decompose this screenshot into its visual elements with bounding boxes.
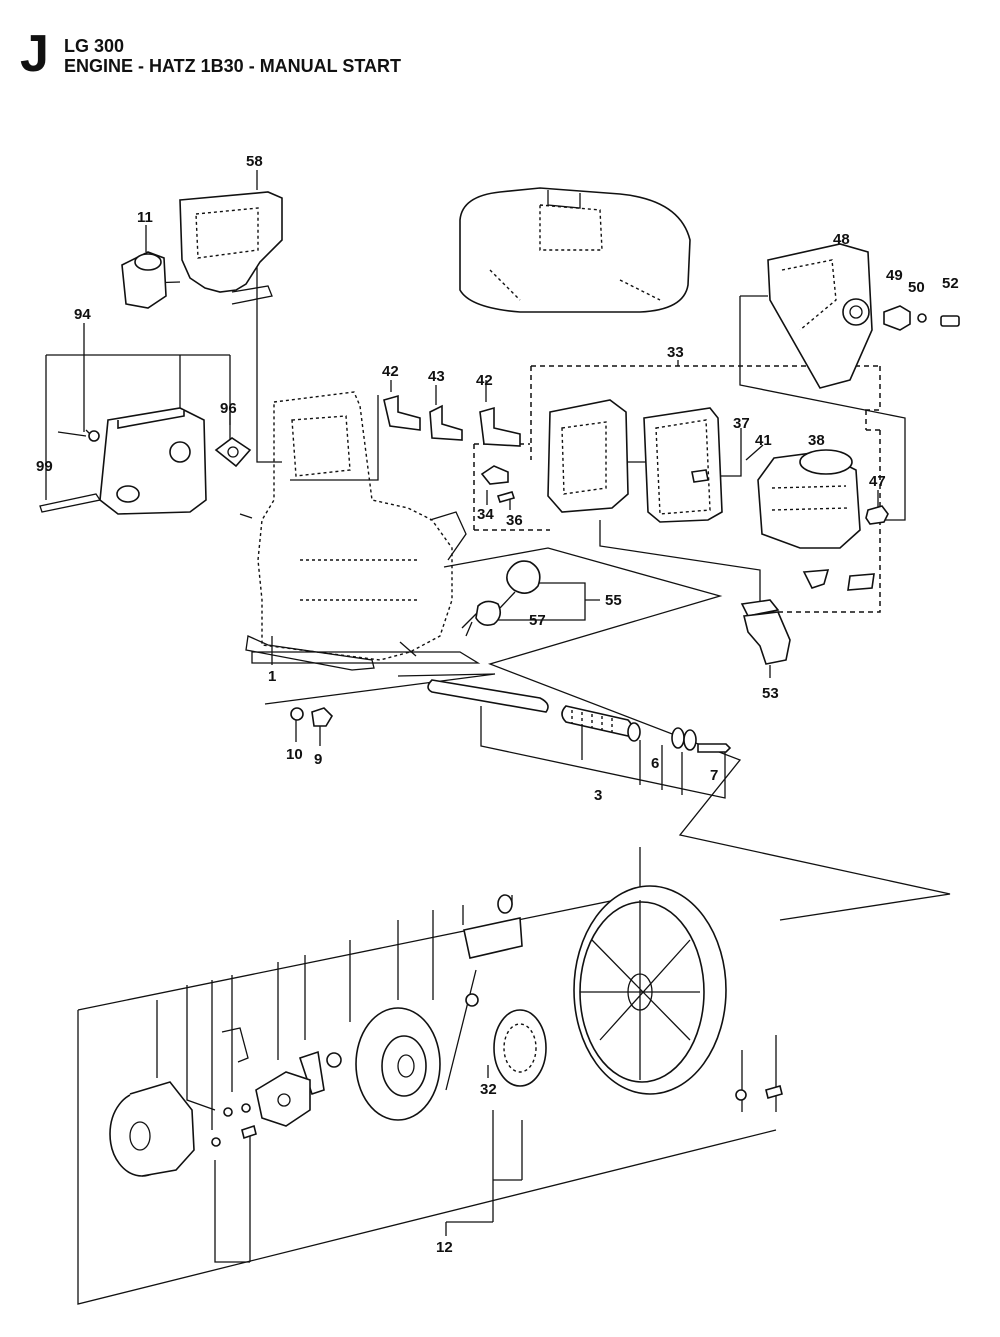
callout-9: 9 <box>314 751 322 768</box>
part-50-washer <box>917 313 927 323</box>
part-49-nut <box>883 305 911 331</box>
callout-99: 99 <box>36 458 53 475</box>
part-96-gasket <box>214 437 252 468</box>
part-47-nut <box>865 505 889 525</box>
part-48-air-filter-cover <box>767 243 873 389</box>
callout-48: 48 <box>833 231 850 248</box>
part-33-air-filter-housing <box>547 399 723 523</box>
part-34-36-clips <box>480 465 516 503</box>
callout-94: 94 <box>74 306 91 323</box>
fuel-tank <box>459 187 691 313</box>
callout-50: 50 <box>908 279 925 296</box>
page-title: ENGINE - HATZ 1B30 - MANUAL START <box>64 56 402 76</box>
part-55-57-fuel-filter <box>465 560 541 637</box>
callout-10: 10 <box>286 746 303 763</box>
callout-47: 47 <box>869 473 886 490</box>
callout-38: 38 <box>808 432 825 449</box>
callout-37: 37 <box>733 415 750 432</box>
part-58-cover <box>179 191 283 305</box>
callout-6: 6 <box>651 755 659 772</box>
callout-52: 52 <box>942 275 959 292</box>
callout-58: 58 <box>246 153 263 170</box>
callout-96: 96 <box>220 400 237 417</box>
part-38-filter-cartridge <box>757 449 861 549</box>
part-9-10-plug-washer <box>290 707 334 727</box>
callout-32: 32 <box>480 1081 497 1098</box>
part-11-filter-element <box>121 251 167 309</box>
callout-42-left: 42 <box>382 363 399 380</box>
model-name: LG 300 <box>64 36 125 56</box>
callout-53: 53 <box>762 685 779 702</box>
callout-1: 1 <box>268 668 276 685</box>
callout-33: 33 <box>667 344 684 361</box>
callout-43: 43 <box>428 368 445 385</box>
callout-49: 49 <box>886 267 903 284</box>
callout-55: 55 <box>605 592 622 609</box>
part-12-starter-assembly <box>109 885 783 1177</box>
part-52-plug <box>940 315 960 327</box>
callout-3: 3 <box>594 787 602 804</box>
callout-labels: 58 11 48 49 50 52 94 33 42 43 42 96 37 4… <box>36 153 959 1256</box>
callout-7: 7 <box>710 767 718 784</box>
section-letter: J <box>20 25 49 83</box>
leader-lines <box>45 170 951 1305</box>
part-94-99-muffler <box>39 407 207 515</box>
callout-11: 11 <box>137 209 153 226</box>
callout-41: 41 <box>755 432 772 449</box>
callout-34: 34 <box>477 506 494 523</box>
small-parts-right <box>802 569 875 591</box>
part-3-shaft-assembly <box>427 679 732 753</box>
part-41-pin <box>691 469 709 483</box>
callout-42-right: 42 <box>476 372 493 389</box>
part-53-intake-elbow <box>740 599 791 665</box>
callout-12: 12 <box>436 1239 453 1256</box>
callout-57: 57 <box>529 612 546 629</box>
part-1-engine <box>239 391 467 671</box>
callout-36: 36 <box>506 512 523 529</box>
brackets-42-43 <box>383 394 521 447</box>
